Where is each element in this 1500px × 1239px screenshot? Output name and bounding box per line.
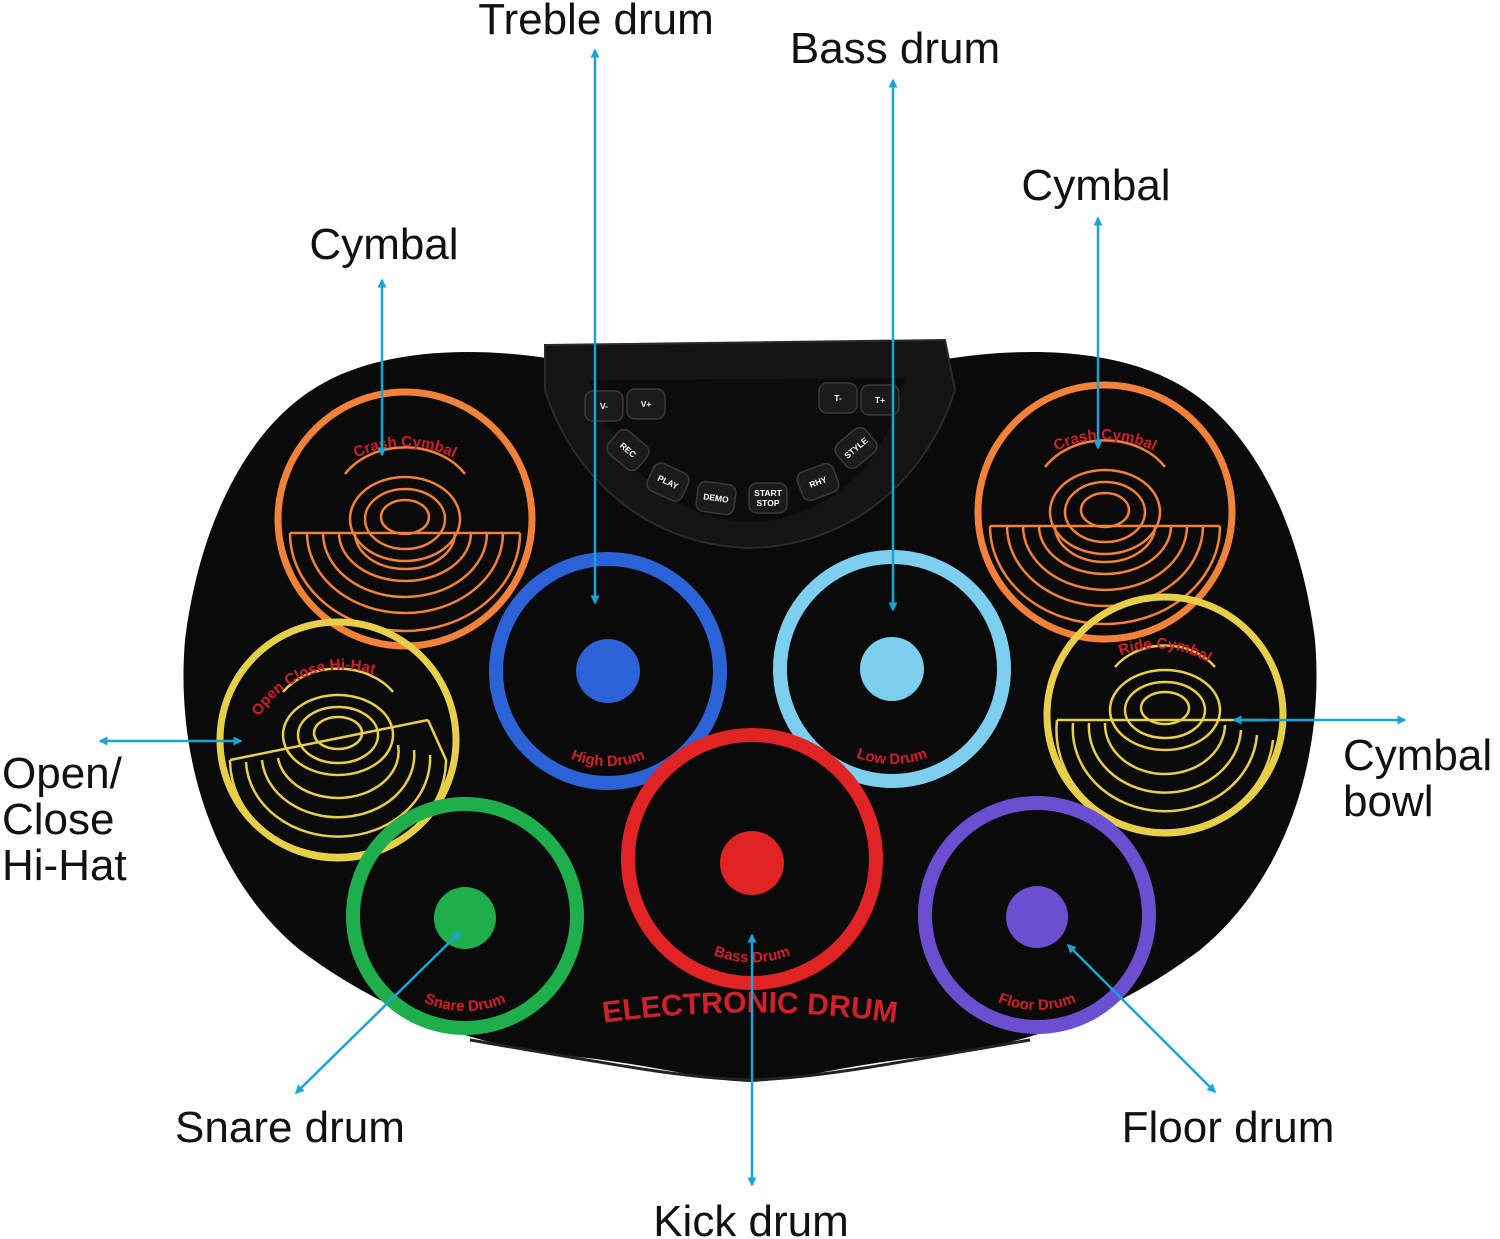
callout-cymbal-right: Cymbal xyxy=(1021,161,1170,210)
cymbal-rings-icon xyxy=(988,439,1222,626)
high-drum-center-dot xyxy=(576,639,640,703)
control-button-rhy[interactable]: RHY xyxy=(795,461,841,502)
svg-text:Low Drum: Low Drum xyxy=(855,745,929,768)
callout-hihat-line-1: Open/ xyxy=(2,749,123,798)
control-button-v[interactable]: V- xyxy=(584,390,624,422)
callout-hihat-line-3: Hi-Hat xyxy=(2,841,127,890)
control-button-demo[interactable]: DEMO xyxy=(695,480,737,516)
control-button-label: DEMO xyxy=(703,491,730,505)
control-button-label: T- xyxy=(834,393,842,403)
control-button-style[interactable]: STYLE xyxy=(832,424,880,471)
callout-floor-drum: Floor drum xyxy=(1122,1103,1335,1152)
low-drum-center-dot xyxy=(860,637,924,701)
pad-floor-drum[interactable]: Floor Drum xyxy=(918,796,1156,1034)
cymbal-rings-icon xyxy=(288,446,522,633)
callout-hihat: Open/ Close Hi-Hat xyxy=(2,749,134,890)
control-button-label: V- xyxy=(600,401,608,411)
callout-bass-drum: Bass drum xyxy=(790,24,1000,73)
control-button-rec[interactable]: REC xyxy=(604,426,652,473)
leader-snare xyxy=(294,930,462,1095)
snare-drum-center-dot xyxy=(434,887,496,949)
control-button-play[interactable]: PLAY xyxy=(644,460,691,503)
control-button-v[interactable]: V+ xyxy=(626,388,666,420)
control-button-label: STOP xyxy=(757,498,780,508)
callout-cymbal-bowl-line-2: bowl xyxy=(1343,777,1434,826)
control-button-label: V+ xyxy=(641,399,652,409)
pad-high-drum[interactable]: High Drum xyxy=(489,552,727,790)
svg-text:High Drum: High Drum xyxy=(569,747,647,771)
cymbal-rings-icon xyxy=(1055,644,1275,832)
cymbal-rings-icon xyxy=(228,667,448,857)
leader-lines xyxy=(98,48,1407,1187)
control-button-label: T+ xyxy=(875,395,885,405)
control-button-label: START xyxy=(754,488,783,498)
pad-label-high-drum: High Drum xyxy=(569,747,647,771)
leader-floor xyxy=(1066,943,1217,1094)
callout-treble-drum: Treble drum xyxy=(478,0,714,44)
callout-snare-drum: Snare drum xyxy=(175,1103,405,1152)
pad-label-low-drum: Low Drum xyxy=(855,745,929,768)
callout-kick-drum: Kick drum xyxy=(653,1197,849,1239)
callout-hihat-line-2: Close xyxy=(2,795,115,844)
floor-drum-center-dot xyxy=(1006,886,1068,948)
callout-cymbal-bowl-line-1: Cymbal xyxy=(1343,731,1492,780)
pad-ride-cymbal[interactable]: Ride Cymbal xyxy=(1043,593,1287,837)
callout-cymbal-left: Cymbal xyxy=(309,220,458,269)
control-button-t[interactable]: T- xyxy=(818,382,858,414)
bass-drum-center-dot xyxy=(720,831,784,895)
callout-cymbal-bowl: Cymbal bowl xyxy=(1343,731,1500,826)
